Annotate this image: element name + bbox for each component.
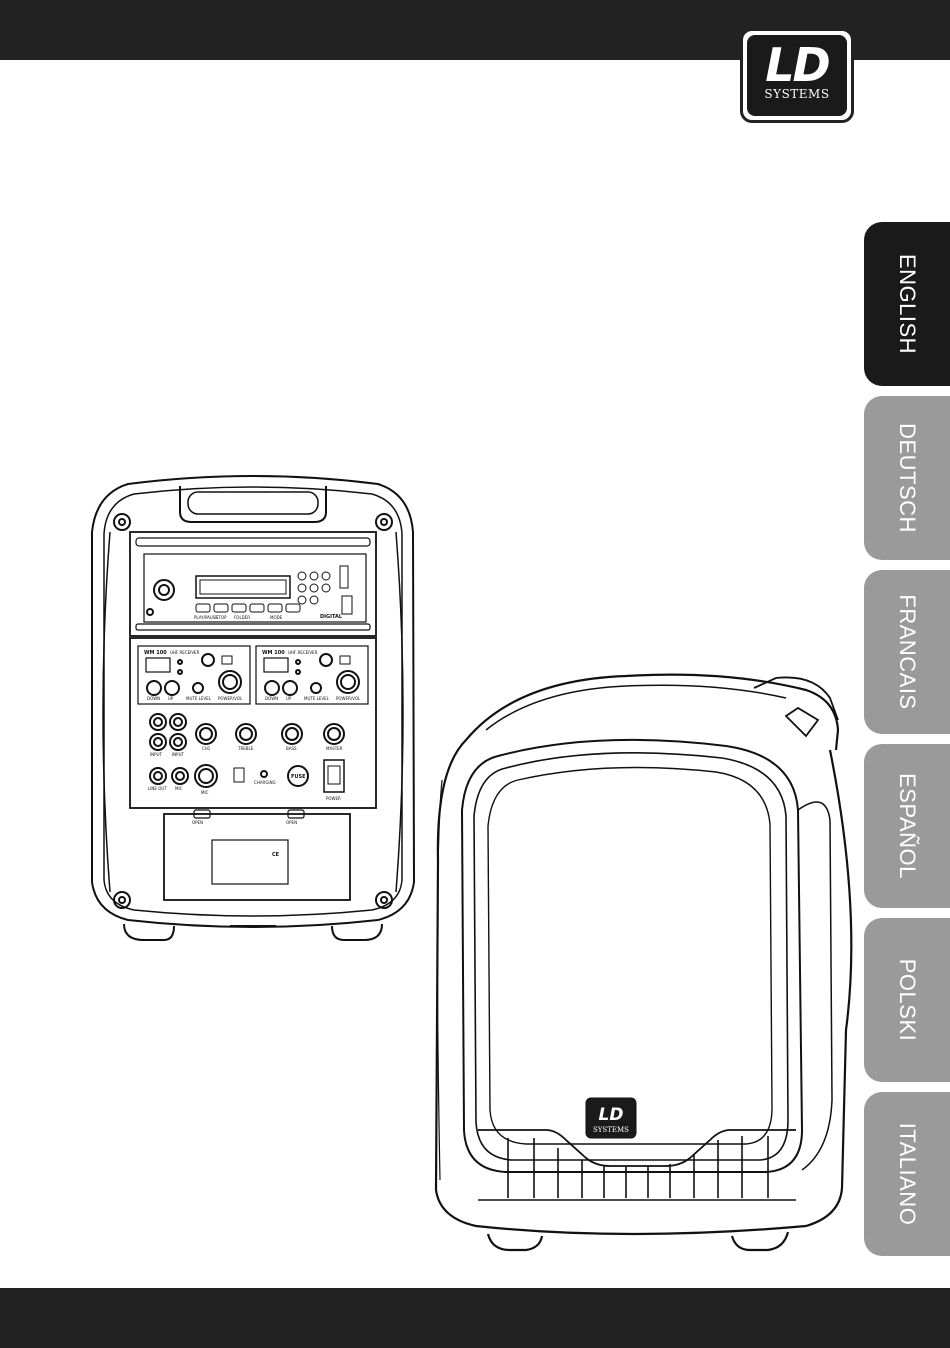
tab-label: POLSKI [894,959,920,1041]
front-badge-main: LD [599,1105,624,1125]
cd-digital-label: DIGITAL [320,614,343,620]
mixer-label: CH1 [202,746,211,751]
tab-label: DEUTSCH [894,423,920,533]
mixer-label: MIC [201,790,209,795]
tab-deutsch[interactable]: DEUTSCH [864,396,950,560]
mixer-label: TREBLE [237,746,254,751]
receiver-control-label: MUTE LEVEL [186,696,212,701]
mixer-label: CHARGING [254,780,276,785]
tab-polski[interactable]: POLSKI [864,918,950,1082]
mixer-label: FUSE [291,774,306,780]
tab-label: ENGLISH [894,254,920,354]
ce-mark: CE [272,852,280,858]
receiver-title: UHF RECEIVER [170,650,200,655]
mixer-label: MASTER [326,746,343,751]
cd-button-label: MODE [270,615,283,620]
cd-button-label: STOP [216,615,227,620]
speaker-rear-illustration: DIGITAL PLAY/PAUSE STOP FOLDER MODE WM 1… [88,472,418,944]
mixer-label: POWER [326,796,341,801]
battery-door-label: OPEN [286,820,297,825]
receiver-control-label: UP [286,696,292,701]
receiver-title: UHF RECEIVER [288,650,318,655]
mixer-label: LINE OUT [148,786,167,791]
mixer-label: BASS [286,746,297,751]
cd-button-label: PLAY/PAUSE [194,615,218,620]
mixer-label: MIC [175,786,183,791]
tab-label: ESPAÑOL [894,773,920,879]
tab-espanol[interactable]: ESPAÑOL [864,744,950,908]
brand-logo-main: LD [747,39,847,91]
receiver-control-label: MUTE LEVEL [304,696,330,701]
receiver-control-label: POWER/VOL [336,696,361,701]
tab-label: FRANCAIS [894,594,920,709]
brand-logo: LD SYSTEMS [740,28,854,123]
tab-label: ITALIANO [894,1123,920,1226]
bottom-bar [0,1288,950,1348]
receiver-model: WM 100 [262,650,285,656]
front-badge-sub: SYSTEMS [593,1126,629,1134]
mixer-label: INPUT [150,752,163,757]
brand-logo-badge: LD SYSTEMS [747,35,847,116]
tab-francais[interactable]: FRANCAIS [864,570,950,734]
receiver-control-label: UP [168,696,174,701]
receiver-control-label: POWER/VOL [218,696,243,701]
brand-logo-sub: SYSTEMS [747,87,847,101]
mixer-label: INPUT [172,752,185,757]
receiver-control-label: DOWN [147,696,160,701]
battery-door-label: OPEN [192,820,203,825]
speaker-front-illustration: LD SYSTEMS [426,660,860,1256]
tab-italiano[interactable]: ITALIANO [864,1092,950,1256]
tab-english[interactable]: ENGLISH [864,222,950,386]
receiver-control-label: DOWN [265,696,278,701]
cd-button-label: FOLDER [234,615,250,620]
receiver-model: WM 100 [144,650,167,656]
